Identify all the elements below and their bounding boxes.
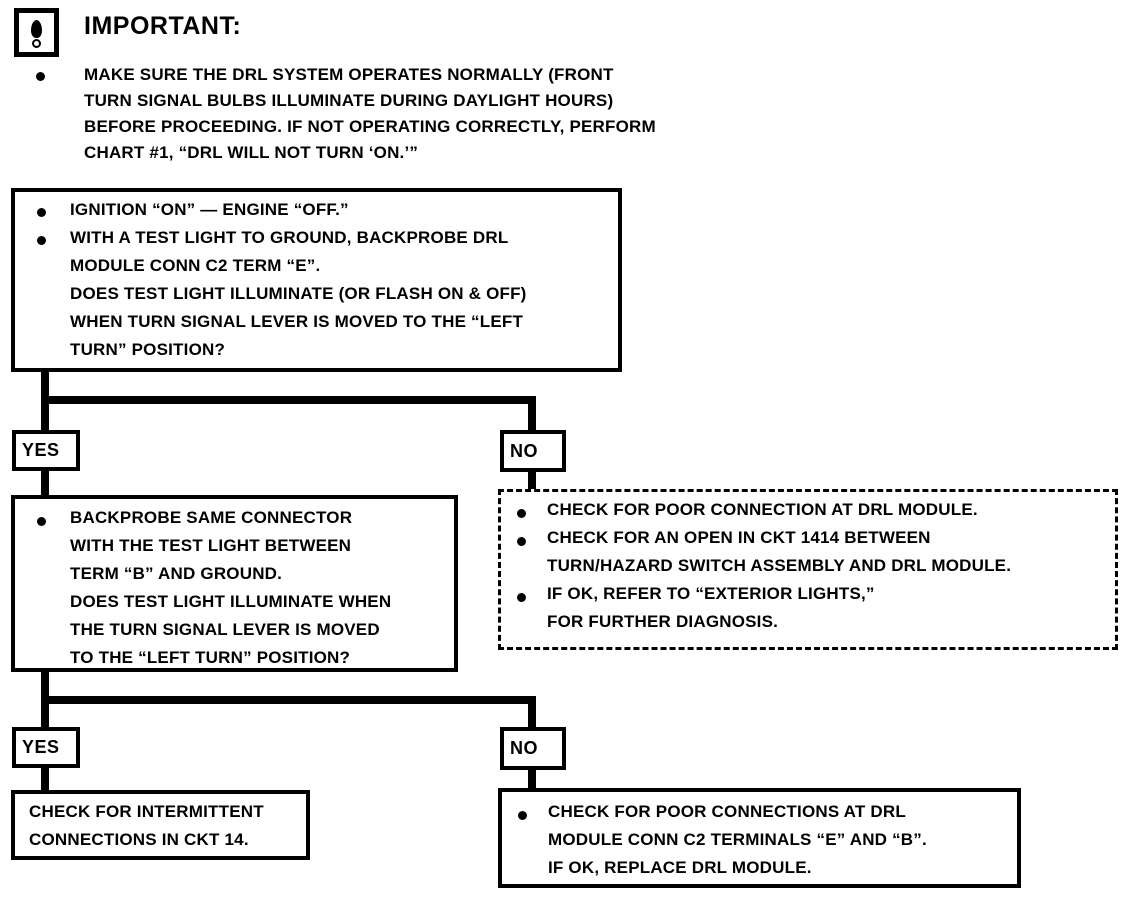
note-line: MAKE SURE THE DRL SYSTEM OPERATES NORMAL…	[84, 65, 614, 84]
text-line: TO THE “LEFT TURN” POSITION?	[70, 648, 351, 667]
question-1-bullet-2: WITH A TEST LIGHT TO GROUND, BACKPROBE D…	[70, 224, 527, 364]
branch-label-text: YES	[22, 440, 60, 460]
connector-stem-1	[41, 372, 49, 404]
bullet-icon	[517, 509, 526, 518]
text-line: CHECK FOR POOR CONNECTION AT DRL MODULE.	[547, 500, 978, 519]
note-bullet-icon	[36, 72, 45, 81]
connector-bar-1	[41, 396, 536, 404]
text-line: IGNITION “ON” — ENGINE “OFF.”	[70, 200, 349, 219]
connector-1-no-to-box	[528, 470, 536, 492]
important-warning-icon	[14, 8, 59, 57]
exclamation-dot-icon	[32, 39, 41, 48]
text-line: TURN/HAZARD SWITCH ASSEMBLY AND DRL MODU…	[547, 556, 1012, 575]
branch-2-no-label: NO	[500, 727, 566, 770]
text-line: THE TURN SIGNAL LEVER IS MOVED	[70, 620, 380, 639]
note-line: TURN SIGNAL BULBS ILLUMINATE DURING DAYL…	[84, 91, 614, 110]
connector-1-yes-to-box	[41, 468, 49, 498]
branch-label-text: NO	[510, 440, 538, 461]
question-box-2: BACKPROBE SAME CONNECTOR WITH THE TEST L…	[11, 495, 458, 672]
connector-drop-2-no	[528, 696, 536, 730]
bullet-icon	[37, 236, 46, 245]
action-no-2-bullet-1: CHECK FOR POOR CONNECTIONS AT DRL MODULE…	[548, 798, 927, 882]
text-line: DOES TEST LIGHT ILLUMINATE (OR FLASH ON …	[70, 284, 527, 303]
connector-drop-1-yes	[41, 396, 49, 434]
branch-label-text: YES	[22, 737, 60, 757]
action-no-1-bullet-2: CHECK FOR AN OPEN IN CKT 1414 BETWEEN TU…	[547, 524, 1011, 580]
text-line: FOR FURTHER DIAGNOSIS.	[547, 612, 779, 631]
connector-stem-2	[41, 672, 49, 704]
text-line: TERM “B” AND GROUND.	[70, 564, 283, 583]
text-line: MODULE CONN C2 TERMINALS “E” AND “B”.	[548, 830, 927, 849]
connector-drop-2-yes	[41, 696, 49, 732]
text-line: WITH THE TEST LIGHT BETWEEN	[70, 536, 352, 555]
action-box-yes-2: CHECK FOR INTERMITTENT CONNECTIONS IN CK…	[11, 790, 310, 860]
question-box-1: IGNITION “ON” — ENGINE “OFF.” WITH A TES…	[11, 188, 622, 372]
bullet-icon	[37, 208, 46, 217]
important-title: IMPORTANT:	[84, 12, 242, 40]
bullet-icon	[37, 517, 46, 526]
text-line: BACKPROBE SAME CONNECTOR	[70, 508, 353, 527]
branch-1-yes-label: YES	[12, 430, 80, 471]
exclamation-stem-icon	[31, 20, 42, 38]
note-line: BEFORE PROCEEDING. IF NOT OPERATING CORR…	[84, 117, 656, 136]
important-note-text: MAKE SURE THE DRL SYSTEM OPERATES NORMAL…	[84, 62, 804, 166]
text-line: TURN” POSITION?	[70, 340, 226, 359]
text-line: CHECK FOR POOR CONNECTIONS AT DRL	[548, 802, 906, 821]
action-box-no-2: CHECK FOR POOR CONNECTIONS AT DRL MODULE…	[498, 788, 1021, 888]
action-no-1-bullet-1: CHECK FOR POOR CONNECTION AT DRL MODULE.	[547, 496, 978, 524]
text-line: DOES TEST LIGHT ILLUMINATE WHEN	[70, 592, 392, 611]
connector-bar-2	[41, 696, 536, 704]
bullet-icon	[517, 537, 526, 546]
bullet-icon	[518, 811, 527, 820]
action-box-no-1: CHECK FOR POOR CONNECTION AT DRL MODULE.…	[498, 489, 1118, 650]
action-yes-2-text: CHECK FOR INTERMITTENT CONNECTIONS IN CK…	[29, 798, 264, 854]
bullet-icon	[517, 593, 526, 602]
text-line: CHECK FOR AN OPEN IN CKT 1414 BETWEEN	[547, 528, 931, 547]
text-line: MODULE CONN C2 TERM “E”.	[70, 256, 321, 275]
text-line: WHEN TURN SIGNAL LEVER IS MOVED TO THE “…	[70, 312, 524, 331]
question-2-bullet-1: BACKPROBE SAME CONNECTOR WITH THE TEST L…	[70, 504, 391, 672]
question-1-bullet-1: IGNITION “ON” — ENGINE “OFF.”	[70, 196, 349, 224]
action-no-1-bullet-3: IF OK, REFER TO “EXTERIOR LIGHTS,” FOR F…	[547, 580, 875, 636]
branch-2-yes-label: YES	[12, 727, 80, 768]
text-line: IF OK, REPLACE DRL MODULE.	[548, 858, 812, 877]
branch-1-no-label: NO	[500, 430, 566, 472]
text-line: CHECK FOR INTERMITTENT	[29, 802, 264, 821]
text-line: CONNECTIONS IN CKT 14.	[29, 830, 249, 849]
note-line: CHART #1, “DRL WILL NOT TURN ‘ON.’”	[84, 143, 419, 162]
text-line: WITH A TEST LIGHT TO GROUND, BACKPROBE D…	[70, 228, 509, 247]
connector-2-yes-to-box	[41, 766, 49, 792]
text-line: IF OK, REFER TO “EXTERIOR LIGHTS,”	[547, 584, 875, 603]
connector-drop-1-no	[528, 396, 536, 432]
connector-2-no-to-box	[528, 768, 536, 790]
branch-label-text: NO	[510, 738, 538, 758]
